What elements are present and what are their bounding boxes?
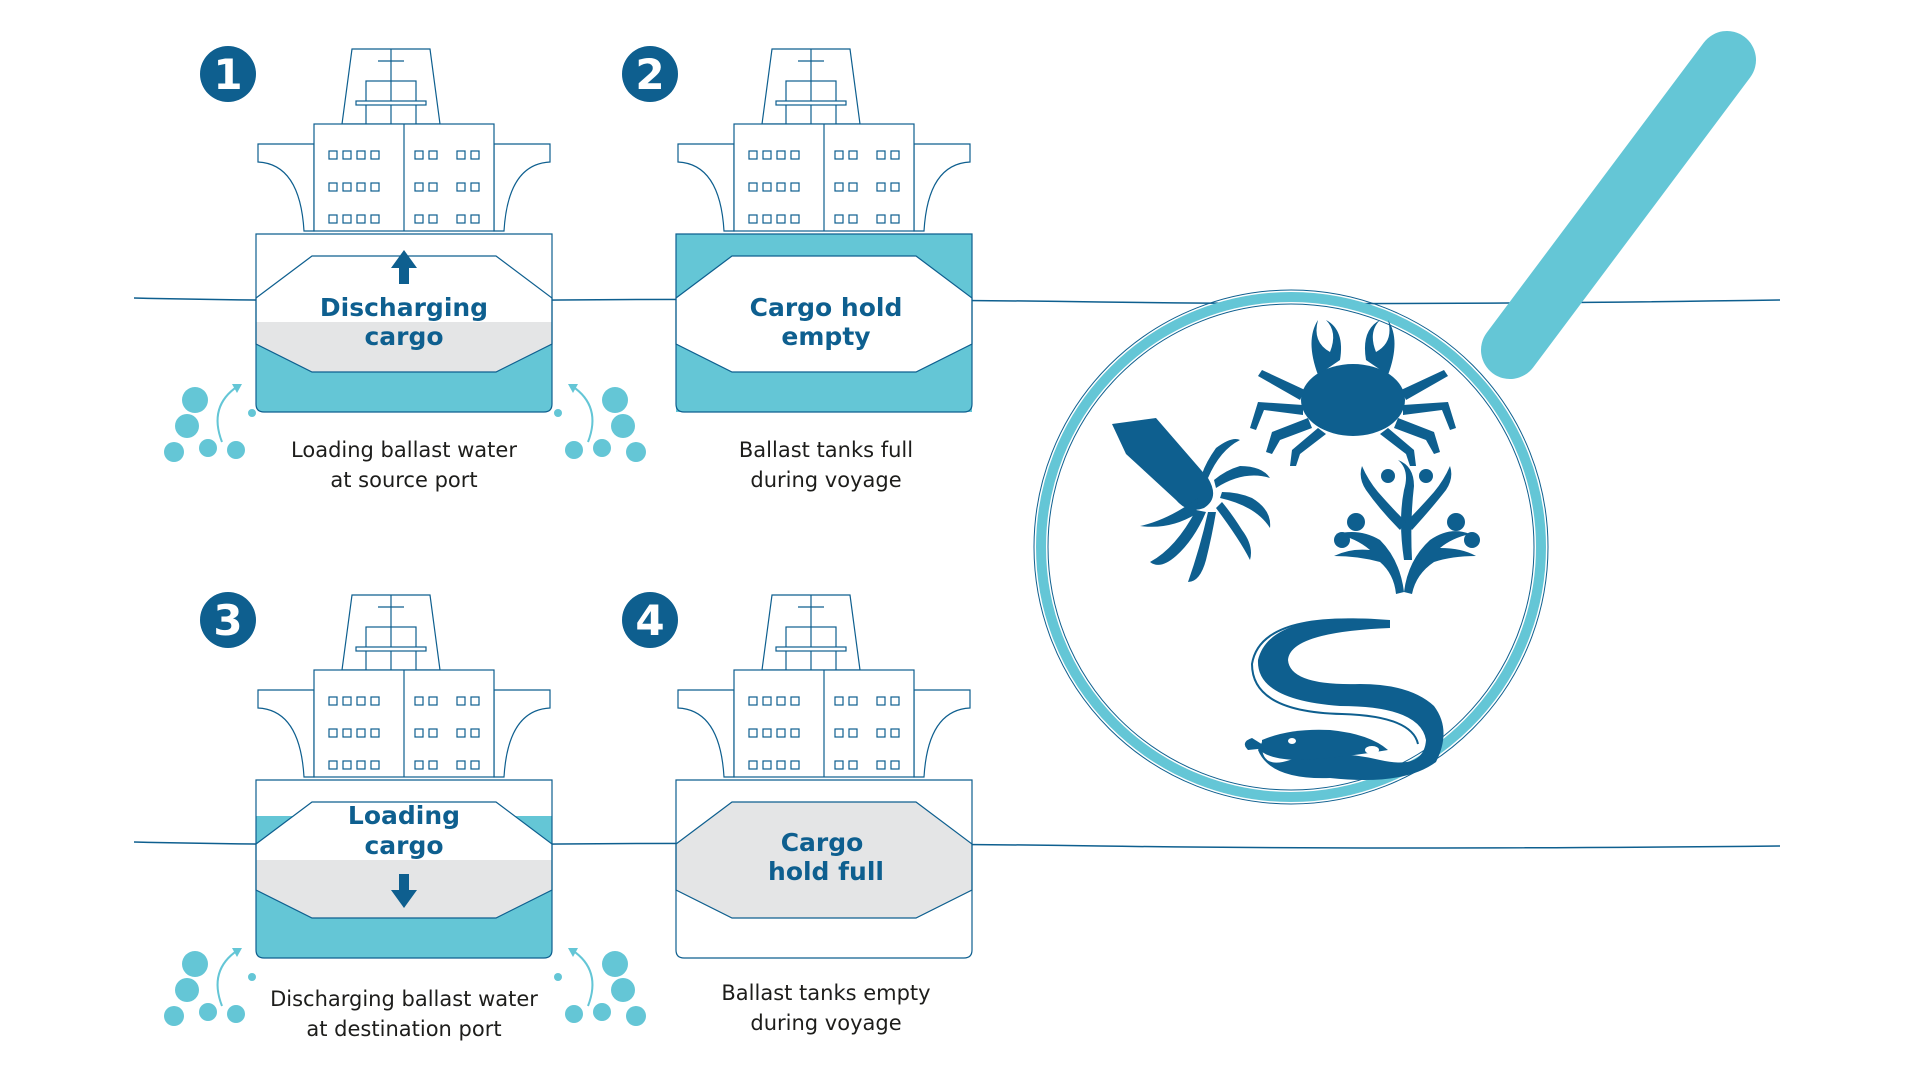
step-3-cargo-label-line2: cargo bbox=[364, 831, 443, 860]
step-4-cargo-label-line2: hold full bbox=[768, 857, 884, 886]
step-2-cargo-label-line2: empty bbox=[781, 322, 870, 351]
step-4-caption-line2: during voyage bbox=[750, 1011, 901, 1035]
step-4-badge bbox=[622, 592, 678, 648]
step-2 bbox=[675, 48, 973, 413]
step-2-number: 2 bbox=[635, 50, 664, 99]
step-1 bbox=[255, 48, 553, 413]
step-1-caption-line2: at source port bbox=[330, 468, 477, 492]
step-2-badge bbox=[622, 46, 678, 102]
step-2-caption-line2: during voyage bbox=[750, 468, 901, 492]
step-3-caption-line2: at destination port bbox=[306, 1017, 501, 1041]
step-3-cargo-label-line1: Loading bbox=[348, 801, 460, 830]
step-2-caption-line1: Ballast tanks full bbox=[739, 438, 913, 462]
step-1-number: 1 bbox=[213, 50, 242, 99]
arrow-down-icon bbox=[391, 874, 417, 908]
magnifying-glass-icon bbox=[1033, 31, 1756, 805]
seaweed-icon bbox=[1334, 460, 1480, 594]
step-4 bbox=[675, 594, 973, 959]
step-1-cargo-label-line2: cargo bbox=[364, 322, 443, 351]
step-1-badge bbox=[200, 46, 256, 102]
step-4-number: 4 bbox=[635, 596, 664, 645]
step-3-caption-line1: Discharging ballast water bbox=[270, 987, 538, 1011]
step-1-caption-line1: Loading ballast water bbox=[291, 438, 517, 462]
eel-icon bbox=[1244, 618, 1444, 780]
step-3-number: 3 bbox=[213, 596, 242, 645]
step-2-cargo-label-line1: Cargo hold bbox=[750, 293, 903, 322]
squid-icon bbox=[1112, 418, 1271, 582]
step-3 bbox=[255, 594, 553, 959]
step-1-cargo-label-line1: Discharging bbox=[320, 293, 488, 322]
step-4-cargo-label-line1: Cargo bbox=[781, 828, 864, 857]
step-4-caption-line1: Ballast tanks empty bbox=[721, 981, 930, 1005]
crab-icon bbox=[1250, 320, 1456, 466]
step-3-badge bbox=[200, 592, 256, 648]
arrow-up-icon bbox=[391, 250, 417, 284]
